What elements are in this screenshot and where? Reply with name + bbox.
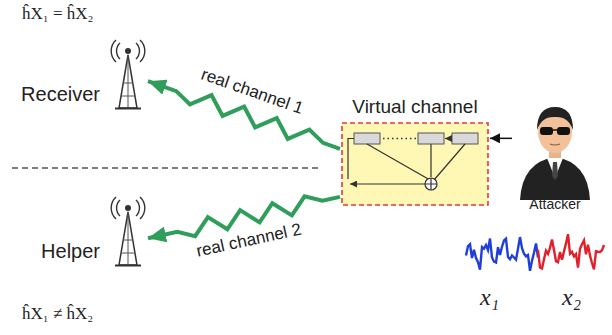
signal-name: x₂	[562, 284, 581, 311]
node-label: Virtual channel	[352, 96, 477, 121]
input-arrow	[490, 138, 512, 140]
attacker: Attacker	[512, 92, 598, 215]
attacker-icon	[512, 92, 598, 200]
node-label: Attacker	[529, 196, 580, 215]
signal-waveforms	[466, 234, 604, 271]
virtual-channel: Virtual channel	[340, 96, 490, 207]
channel-label: real channel 1	[198, 66, 305, 119]
channel-estimate: ĥX₁ = ĥX₂	[22, 4, 94, 24]
divider-line	[12, 167, 322, 169]
signal-wave-x2	[538, 234, 604, 269]
node-label: Receiver	[14, 83, 108, 110]
antenna-icon	[108, 38, 148, 110]
helper-station: Helper	[14, 195, 148, 267]
receiver-station: Receiver	[14, 38, 148, 110]
signal-wave-x1	[466, 237, 538, 271]
signal-name: x₁	[480, 284, 499, 311]
node-label: Helper	[14, 240, 108, 267]
virtual-channel-box	[340, 121, 490, 207]
antenna-icon	[108, 195, 148, 267]
channel-label: real channel 2	[195, 221, 303, 262]
channel-estimate: ĥX₁ ≠ ĥX₂	[22, 304, 93, 324]
